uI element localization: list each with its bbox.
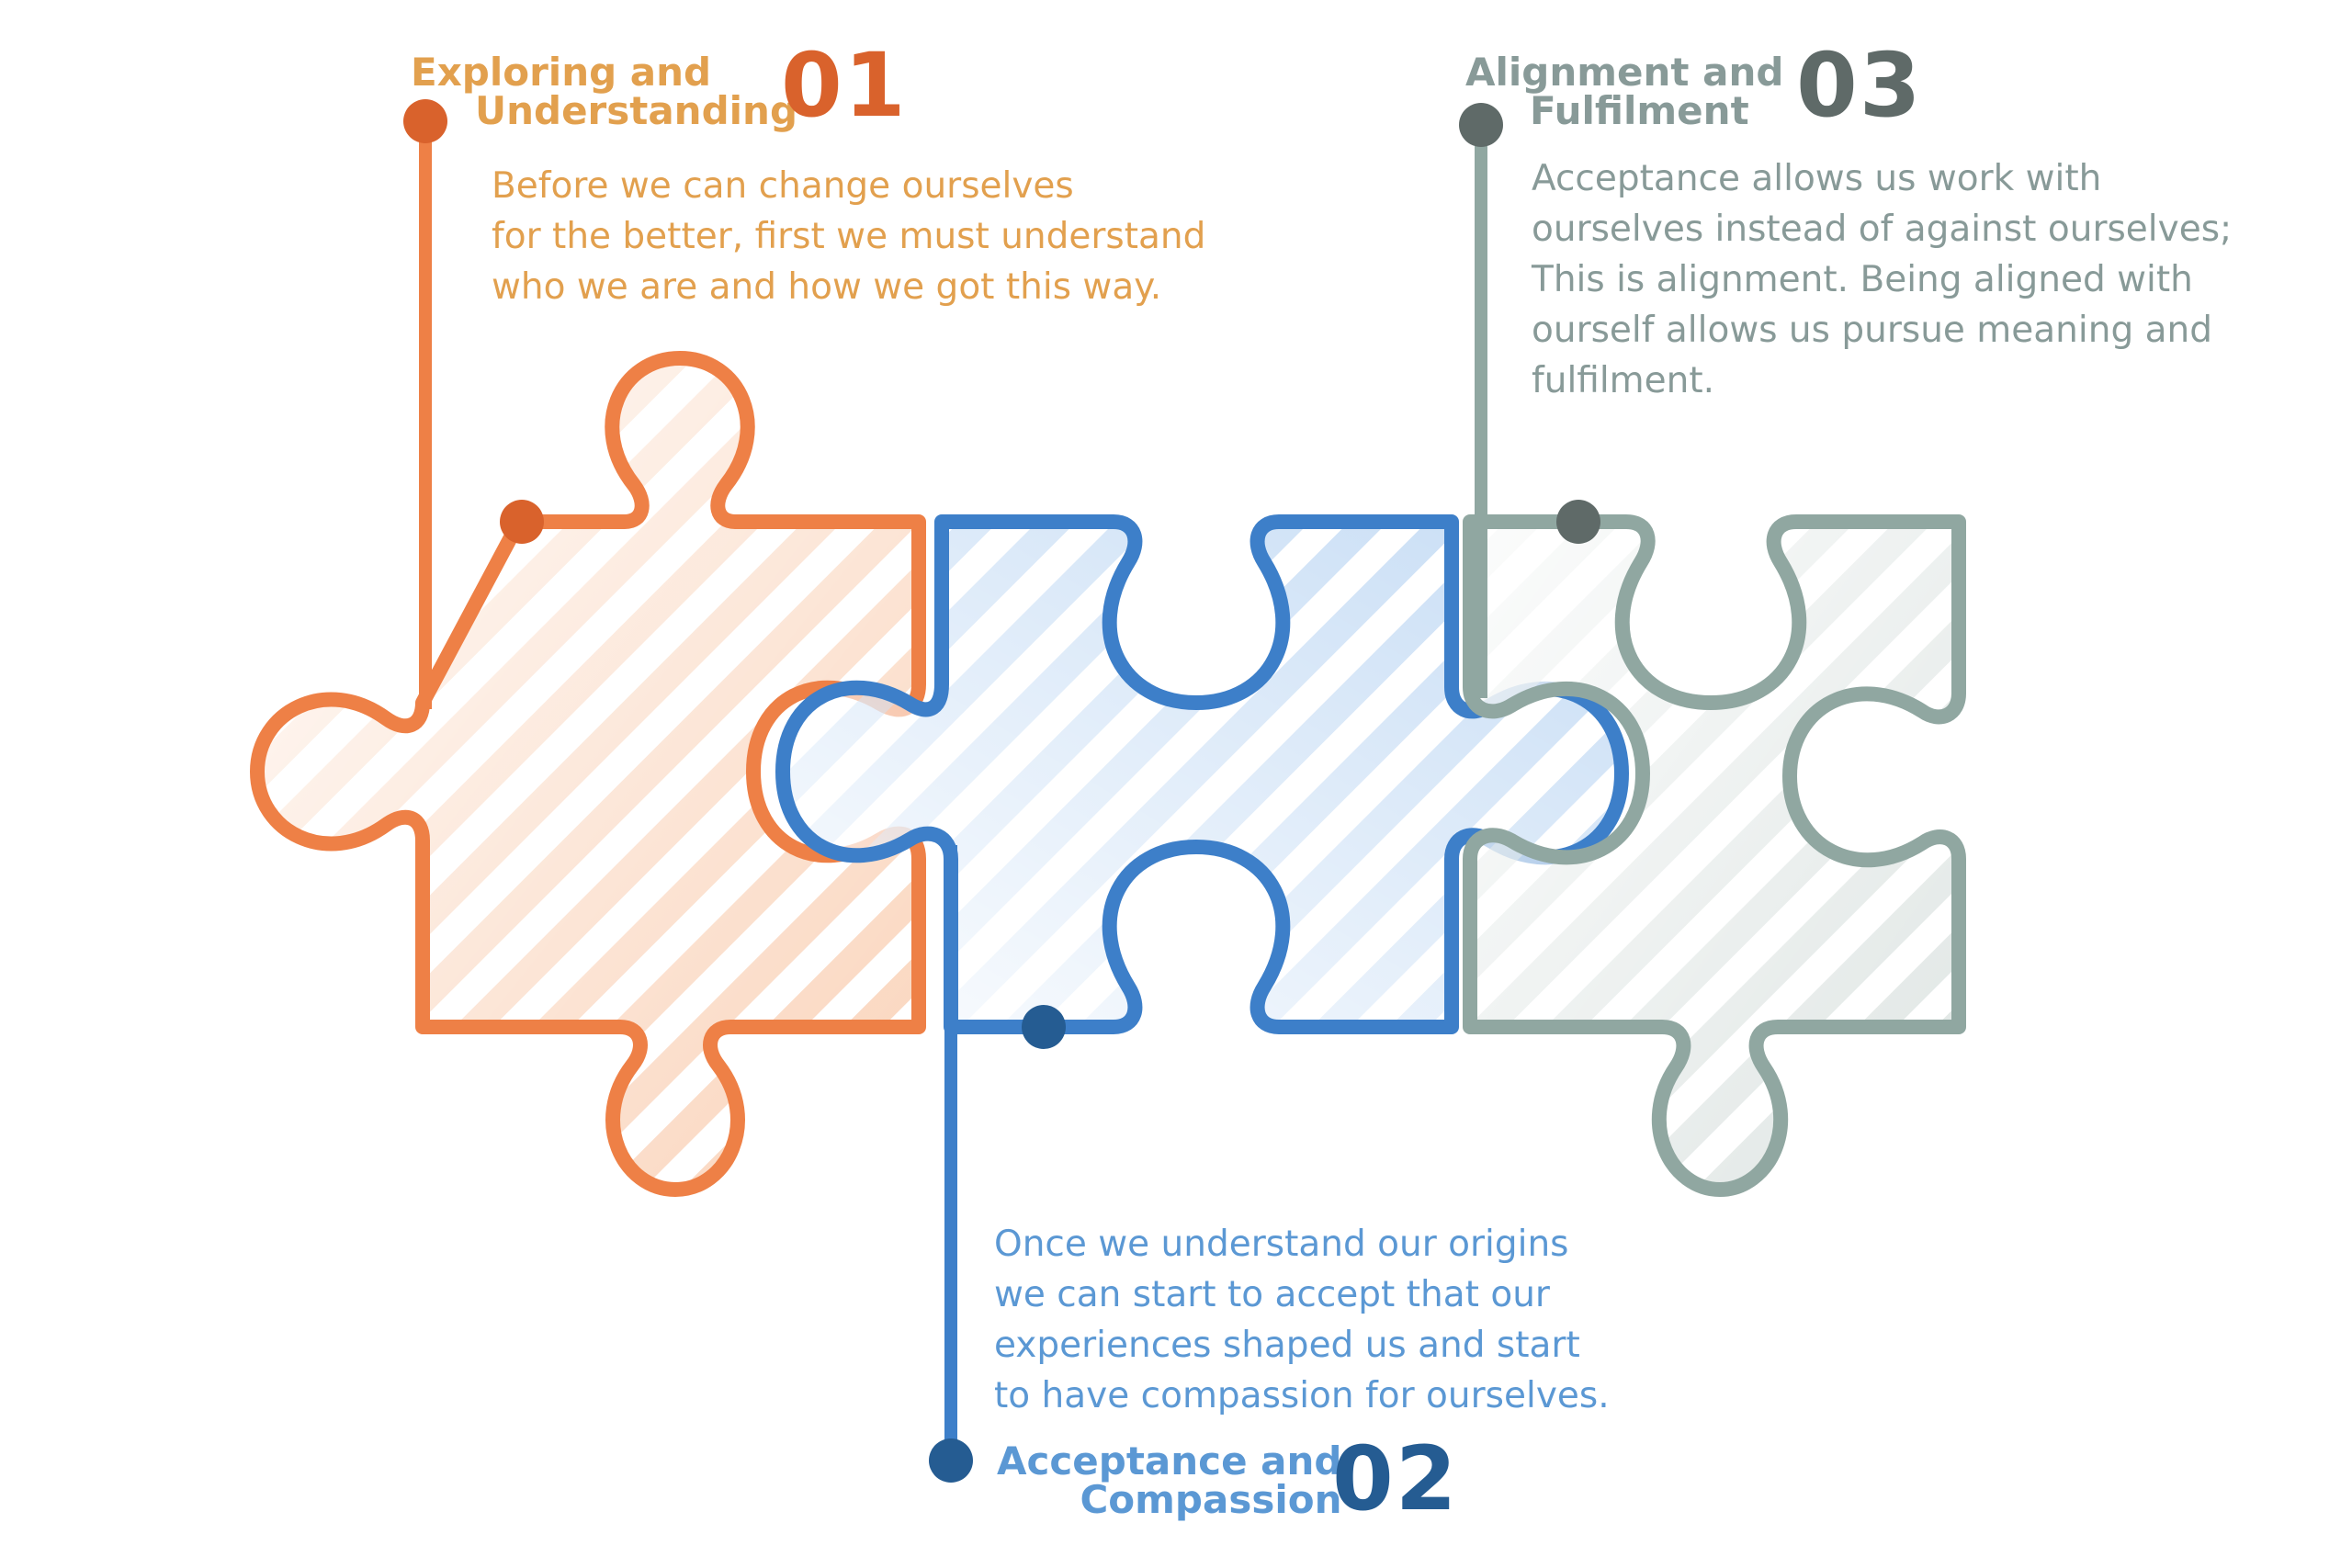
step-3-title: Alignment and Fulfilment [1465,53,1783,130]
step-2-description: Once we understand our origins we can st… [994,1219,1610,1421]
puzzle-piece-3 [1463,514,1966,1197]
step-2-title-line2: Compassion [1080,1477,1342,1522]
step-2-description-line: we can start to accept that our [994,1274,1550,1315]
connector-dot-2-bottom [929,1438,973,1483]
step-2-title: Acceptance and Compassion [997,1442,1341,1519]
step-1-description-line: for the better, first we must understand [492,216,1206,257]
puzzle-piece-1 [250,351,926,1197]
step-3-description-line: This is alignment. Being aligned with [1532,259,2193,300]
step-3-description-line: fulfilment. [1532,360,1715,401]
connector-dot-3-top [1459,103,1503,147]
connector-dot-3-piece [1556,500,1600,544]
step-1-title: Exploring and Understanding [411,53,797,130]
step-1-description-line: who we are and how we got this way. [492,266,1162,308]
step-2-description-line: to have compassion for ourselves. [994,1375,1610,1416]
step-1-title-line1: Exploring and [411,50,712,95]
step-1-title-line2: Understanding [475,88,798,133]
step-3-description-line: ourself allows us pursue meaning and [1532,310,2212,351]
step-2-description-line: Once we understand our origins [994,1224,1569,1265]
step-1-description-line: Before we can change ourselves [492,165,1074,207]
step-3-description: Acceptance allows us work with ourselves… [1532,153,2232,406]
step-1-number: 01 [781,34,908,137]
step-3-description-line: Acceptance allows us work with [1532,158,2102,199]
puzzle-piece-2 [775,514,1629,1034]
step-3-number: 03 [1796,34,1923,137]
step-2-description-line: experiences shaped us and start [994,1325,1580,1366]
step-3-description-line: ourselves instead of against ourselves; [1532,209,2233,250]
step-2-title-line1: Acceptance and [997,1438,1342,1483]
connector-dot-1-top [403,99,447,143]
step-3-title-line2: Fulfilment [1530,88,1749,133]
connector-dot-1-piece [500,500,544,544]
step-1-description: Before we can change ourselves for the b… [492,161,1205,312]
step-2-number: 02 [1332,1427,1459,1530]
step-3-title-line1: Alignment and [1465,50,1784,95]
connector-dot-2-piece [1022,1005,1066,1049]
